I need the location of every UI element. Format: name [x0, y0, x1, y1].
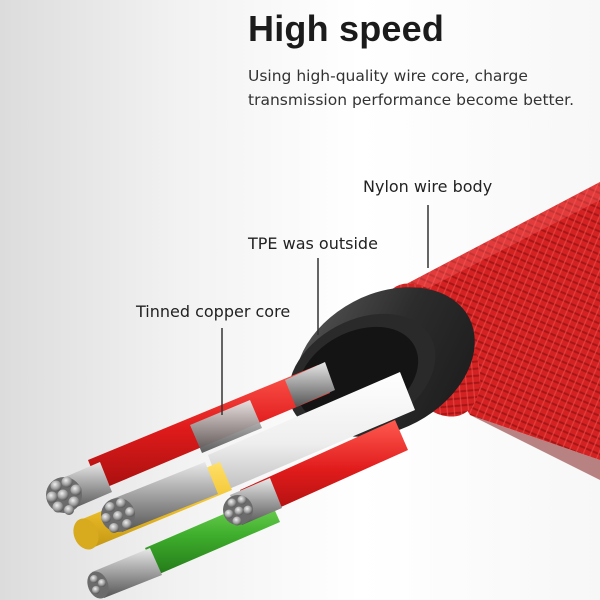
nylon-wire-body-label: Nylon wire body — [363, 177, 493, 196]
page-title: High speed — [248, 8, 445, 49]
page-subtitle: Using high-quality wire core, charge tra… — [248, 67, 575, 109]
copper-bundle-middle — [101, 462, 218, 533]
red-wire-top — [88, 365, 330, 490]
white-wire — [208, 372, 415, 492]
tpe-label: TPE was outside — [248, 234, 378, 253]
tinned-copper-core-label: Tinned copper core — [136, 302, 291, 321]
inner-wires — [73, 365, 415, 575]
copper-bundle-lower — [223, 478, 282, 526]
copper-bundle-inner — [285, 362, 335, 407]
copper-bundle-green — [87, 548, 162, 599]
tinned-copper-core — [46, 362, 335, 599]
red-wire-lower — [240, 420, 408, 520]
copper-bundle-top — [46, 462, 112, 515]
